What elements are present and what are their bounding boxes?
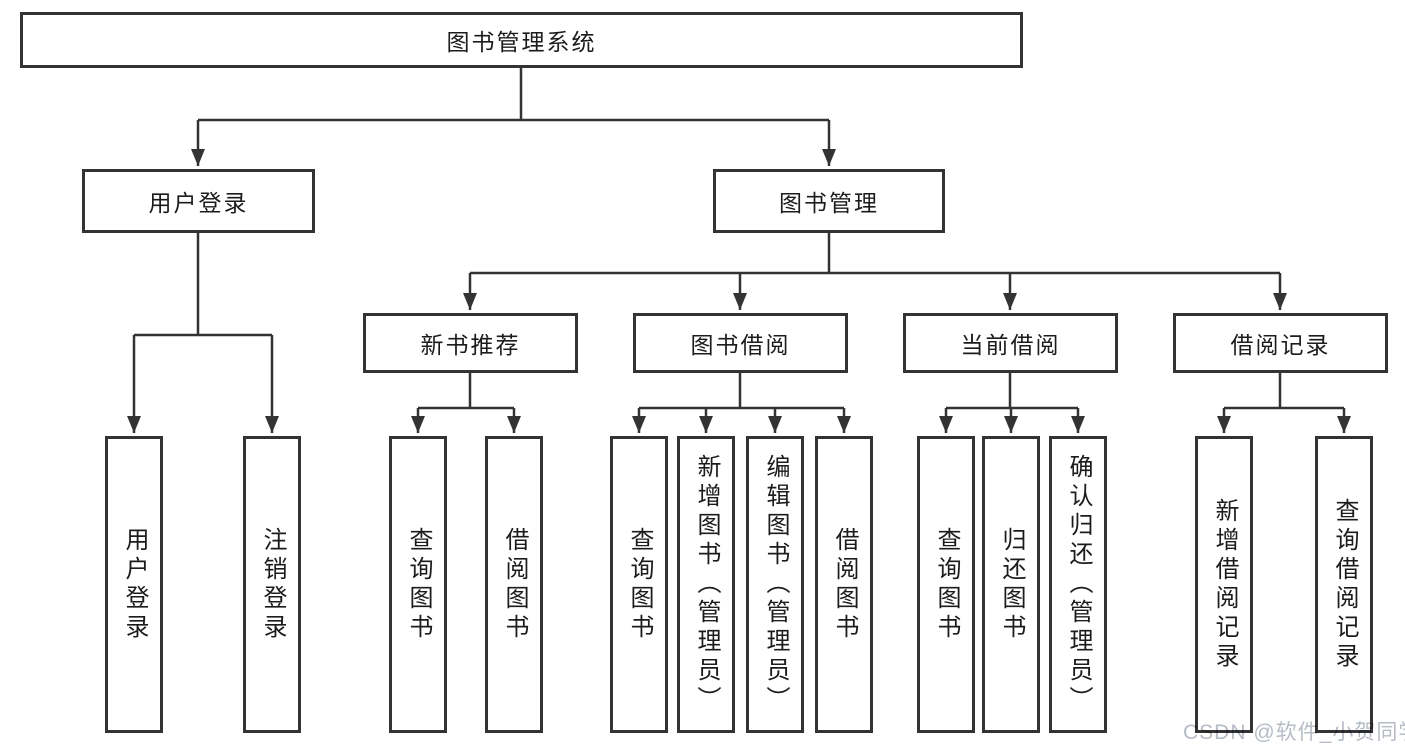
leaf-query-books-current: 查询图书 [917,436,975,733]
leaf-user-login: 用户登录 [105,436,163,733]
leaf-return-books: 归还图书 [982,436,1040,733]
leaf-logout: 注销登录 [243,436,301,733]
node-root-system: 图书管理系统 [20,12,1023,68]
watermark: CSDN @软件_小贺同学 [1183,721,1405,744]
leaf-confirm-return-admin: 确认归还（管理员） [1049,436,1107,733]
leaf-add-borrow-record: 新增借阅记录 [1195,436,1253,733]
leaf-edit-book-admin: 编辑图书（管理员） [746,436,804,733]
leaf-query-books-borrow: 查询图书 [610,436,668,733]
leaf-borrow-books: 借阅图书 [815,436,873,733]
node-book-management: 图书管理 [713,169,945,233]
leaf-borrow-books-recommend: 借阅图书 [485,436,543,733]
node-new-book-recommend: 新书推荐 [363,313,578,373]
node-current-borrow: 当前借阅 [903,313,1118,373]
node-user-login: 用户登录 [82,169,315,233]
leaf-query-books-recommend: 查询图书 [389,436,447,733]
node-book-borrow: 图书借阅 [633,313,848,373]
connector-arrows [127,120,1351,433]
leaf-query-borrow-record: 查询借阅记录 [1315,436,1373,733]
node-borrow-records: 借阅记录 [1173,313,1388,373]
leaf-add-book-admin: 新增图书（管理员） [677,436,735,733]
